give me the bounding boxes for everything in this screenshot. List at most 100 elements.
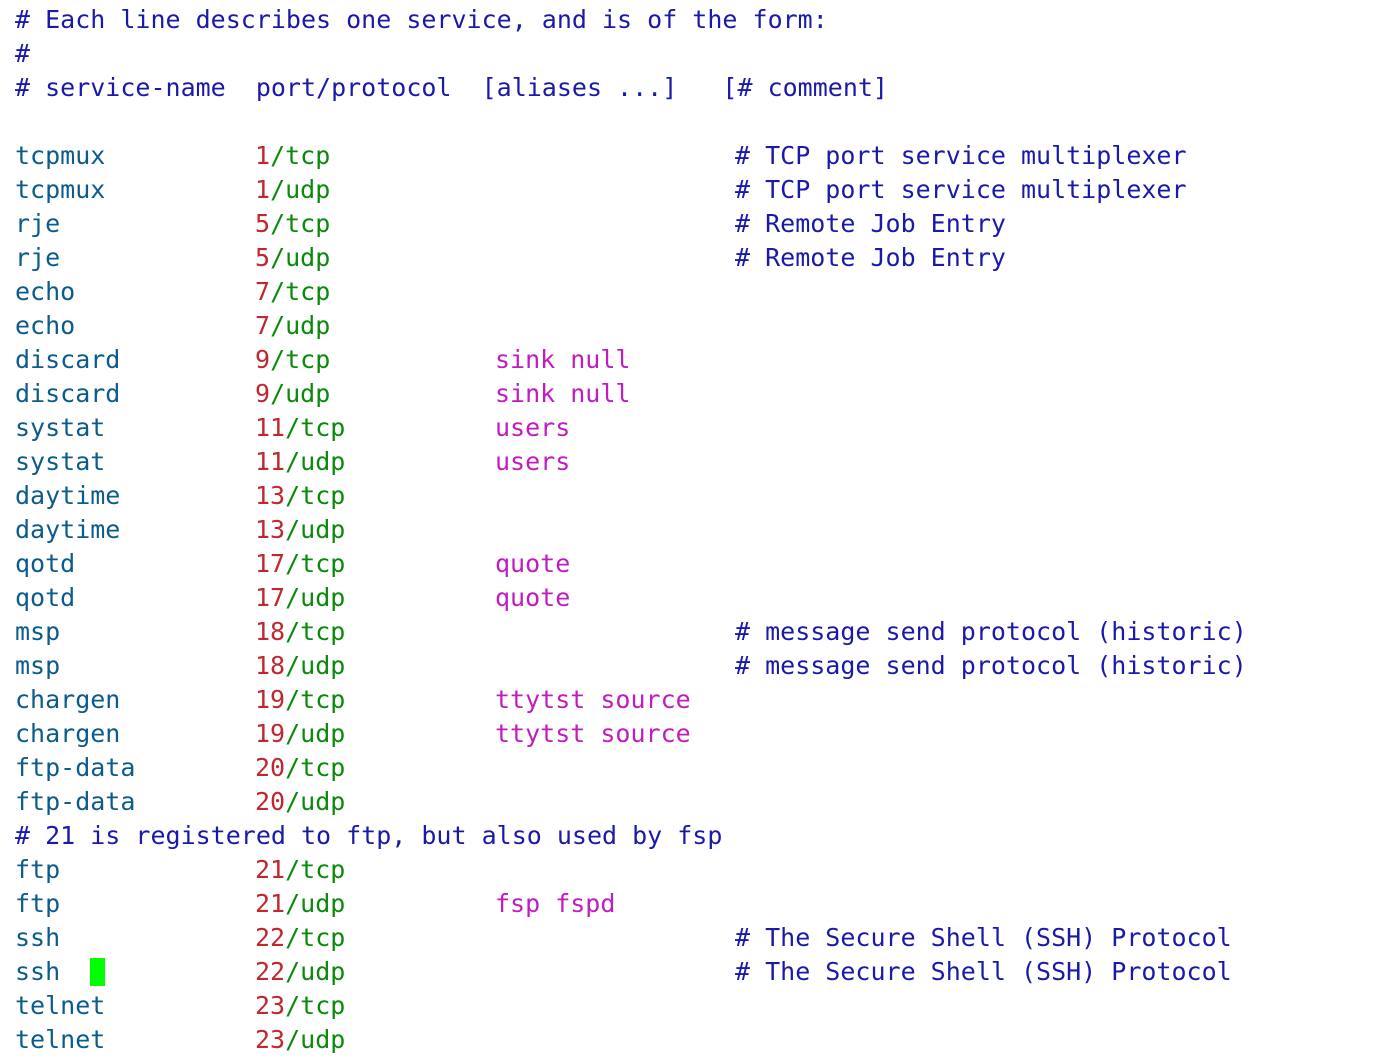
protocol-name: udp bbox=[285, 379, 331, 408]
port-protocol: 13/tcp bbox=[255, 479, 345, 513]
port-protocol: 5/udp bbox=[255, 241, 330, 275]
port-number: 23 bbox=[255, 1025, 286, 1054]
port-number: 7 bbox=[255, 311, 271, 340]
protocol-name: udp bbox=[300, 583, 346, 612]
protocol-name: tcp bbox=[300, 549, 346, 578]
slash-separator: / bbox=[285, 719, 301, 748]
service-aliases: sink null bbox=[495, 345, 631, 374]
service-name: msp bbox=[15, 617, 61, 646]
slash-separator: / bbox=[285, 515, 301, 544]
service-name: rje bbox=[15, 243, 61, 272]
port-number: 22 bbox=[255, 957, 286, 986]
slash-separator: / bbox=[270, 175, 286, 204]
port-number: 21 bbox=[255, 855, 286, 884]
service-aliases: ttytst source bbox=[495, 685, 691, 714]
service-aliases: quote bbox=[495, 549, 571, 578]
header-comment-line: # bbox=[15, 39, 31, 68]
port-protocol: 18/tcp bbox=[255, 615, 345, 649]
service-name: qotd bbox=[15, 583, 76, 612]
protocol-name: udp bbox=[300, 787, 346, 816]
protocol-name: tcp bbox=[300, 855, 346, 884]
port-number: 1 bbox=[255, 175, 271, 204]
protocol-name: udp bbox=[300, 719, 346, 748]
port-number: 17 bbox=[255, 549, 286, 578]
service-name: systat bbox=[15, 413, 106, 442]
service-aliases: quote bbox=[495, 583, 571, 612]
slash-separator: / bbox=[270, 311, 286, 340]
service-comment: # message send protocol (historic) bbox=[735, 617, 1247, 646]
protocol-name: tcp bbox=[300, 923, 346, 952]
protocol-name: udp bbox=[285, 311, 331, 340]
port-protocol: 18/udp bbox=[255, 649, 345, 683]
service-name: daytime bbox=[15, 481, 121, 510]
service-name: systat bbox=[15, 447, 106, 476]
service-aliases: fsp fspd bbox=[495, 889, 616, 918]
port-number: 19 bbox=[255, 685, 286, 714]
slash-separator: / bbox=[285, 481, 301, 510]
slash-separator: / bbox=[285, 957, 301, 986]
service-name: tcpmux bbox=[15, 175, 106, 204]
service-name: discard bbox=[15, 379, 121, 408]
service-comment: # TCP port service multiplexer bbox=[735, 175, 1187, 204]
protocol-name: tcp bbox=[300, 991, 346, 1020]
port-protocol: 20/tcp bbox=[255, 751, 345, 785]
service-aliases: ttytst source bbox=[495, 719, 691, 748]
port-number: 13 bbox=[255, 515, 286, 544]
service-comment: # message send protocol (historic) bbox=[735, 651, 1247, 680]
slash-separator: / bbox=[285, 447, 301, 476]
service-name: ssh bbox=[15, 957, 61, 986]
port-number: 21 bbox=[255, 889, 286, 918]
service-name: tcpmux bbox=[15, 141, 106, 170]
service-comment: # Remote Job Entry bbox=[735, 243, 1006, 272]
protocol-name: udp bbox=[300, 957, 346, 986]
port-protocol: 21/tcp bbox=[255, 853, 345, 887]
port-protocol: 7/udp bbox=[255, 309, 330, 343]
port-number: 5 bbox=[255, 243, 271, 272]
slash-separator: / bbox=[270, 379, 286, 408]
port-protocol: 9/udp bbox=[255, 377, 330, 411]
port-number: 9 bbox=[255, 379, 271, 408]
protocol-name: tcp bbox=[285, 345, 331, 374]
service-name: echo bbox=[15, 311, 76, 340]
port-number: 9 bbox=[255, 345, 271, 374]
port-protocol: 19/tcp bbox=[255, 683, 345, 717]
slash-separator: / bbox=[285, 651, 301, 680]
port-protocol: 19/udp bbox=[255, 717, 345, 751]
protocol-name: tcp bbox=[300, 685, 346, 714]
text-cursor[interactable] bbox=[90, 958, 105, 986]
header-comment-line: # service-name port/protocol [aliases ..… bbox=[15, 73, 888, 102]
protocol-name: udp bbox=[300, 447, 346, 476]
port-protocol: 20/udp bbox=[255, 785, 345, 819]
protocol-name: udp bbox=[285, 243, 331, 272]
slash-separator: / bbox=[285, 617, 301, 646]
service-aliases: sink null bbox=[495, 379, 631, 408]
port-protocol: 17/tcp bbox=[255, 547, 345, 581]
slash-separator: / bbox=[270, 345, 286, 374]
port-protocol: 11/tcp bbox=[255, 411, 345, 445]
port-number: 7 bbox=[255, 277, 271, 306]
protocol-name: tcp bbox=[300, 413, 346, 442]
service-name: ftp bbox=[15, 855, 61, 884]
comment-line: # 21 is registered to ftp, but also used… bbox=[15, 821, 723, 850]
port-protocol: 1/tcp bbox=[255, 139, 330, 173]
slash-separator: / bbox=[285, 923, 301, 952]
port-number: 17 bbox=[255, 583, 286, 612]
service-name: msp bbox=[15, 651, 61, 680]
port-number: 11 bbox=[255, 447, 286, 476]
service-aliases: users bbox=[495, 413, 571, 442]
port-protocol: 23/udp bbox=[255, 1023, 345, 1057]
port-protocol: 5/tcp bbox=[255, 207, 330, 241]
protocol-name: udp bbox=[300, 515, 346, 544]
slash-separator: / bbox=[285, 549, 301, 578]
port-protocol: 13/udp bbox=[255, 513, 345, 547]
slash-separator: / bbox=[285, 583, 301, 612]
port-number: 18 bbox=[255, 617, 286, 646]
service-aliases: users bbox=[495, 447, 571, 476]
service-name: echo bbox=[15, 277, 76, 306]
slash-separator: / bbox=[270, 209, 286, 238]
slash-separator: / bbox=[285, 855, 301, 884]
slash-separator: / bbox=[270, 141, 286, 170]
service-name: telnet bbox=[15, 991, 106, 1020]
protocol-name: udp bbox=[300, 651, 346, 680]
